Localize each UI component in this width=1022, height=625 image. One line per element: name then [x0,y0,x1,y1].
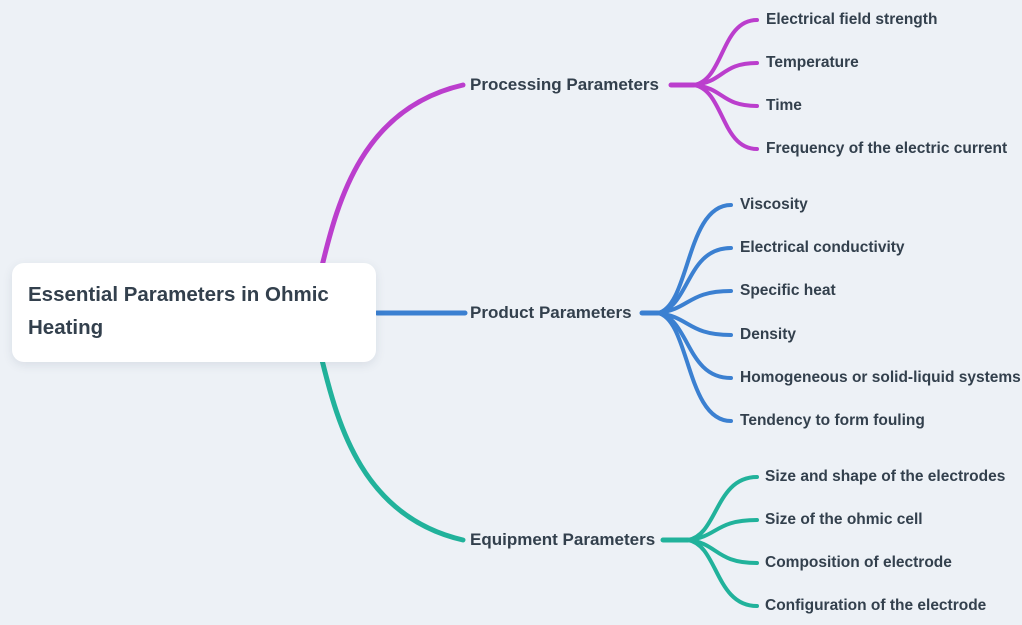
branch-node-product[interactable]: Product Parameters [470,303,632,322]
edge-product-child-2 [656,246,733,315]
edge-equipment-child-4 [686,538,759,608]
branch-node-equipment[interactable]: Equipment Parameters [470,530,656,549]
leaf-node-electrical-conductivity[interactable]: Electrical conductivity [740,239,905,256]
leaf-node-configuration-electrode[interactable]: Configuration of the electrode [765,597,987,614]
leaf-node-frequency-electric-current[interactable]: Frequency of the electric current [766,140,1008,157]
leaf-node-size-shape-electrodes[interactable]: Size and shape of the electrodes [765,468,1006,485]
branch-node-processing[interactable]: Processing Parameters [470,75,659,94]
edge-product-child-3 [656,289,733,315]
edge-processing-child-4 [692,83,759,151]
leaf-node-size-ohmic-cell[interactable]: Size of the ohmic cell [765,511,923,528]
edge-root-to-processing [319,82,466,269]
root-node-label: Essential Parameters in Ohmic Heating [28,283,329,339]
root-node[interactable]: Essential Parameters in Ohmic Heating [12,263,376,362]
leaf-node-electrical-field-strength[interactable]: Electrical field strength [766,11,938,28]
leaf-node-density[interactable]: Density [740,326,796,343]
leaf-node-temperature[interactable]: Temperature [766,54,859,71]
edge-equipment-child-1 [686,475,759,542]
leaf-node-homogeneous-solid-liquid[interactable]: Homogeneous or solid-liquid systems [740,369,1021,386]
edge-product-child-6 [656,311,733,423]
leaf-node-time[interactable]: Time [766,97,802,114]
edge-processing-child-1 [692,18,759,87]
leaf-node-tendency-fouling[interactable]: Tendency to form fouling [740,412,925,429]
leaf-node-specific-heat[interactable]: Specific heat [740,282,836,299]
edge-root-to-equipment [319,357,466,543]
edge-equipment-child-2 [686,518,759,542]
leaf-node-composition-electrode[interactable]: Composition of electrode [765,554,952,571]
leaf-node-viscosity[interactable]: Viscosity [740,196,808,213]
edge-processing-child-2 [692,61,759,87]
